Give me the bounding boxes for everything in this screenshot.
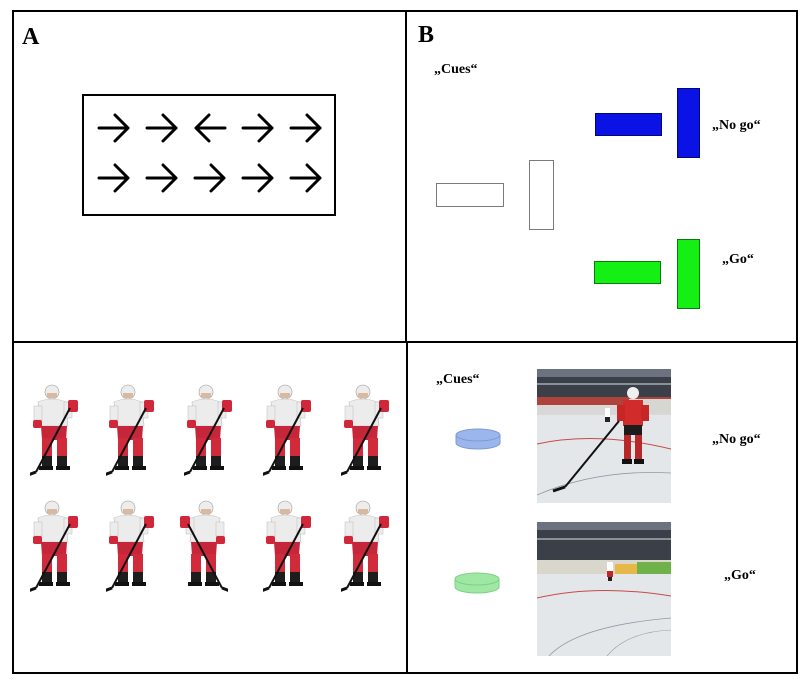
arrow-right-icon (238, 108, 278, 148)
hockey-player-bottom-5 (338, 498, 399, 594)
go-vertical-bar (677, 239, 700, 309)
go-label-hockey: „Go“ (724, 568, 756, 583)
nogo-rink-photo (537, 369, 671, 503)
nogo-puck-icon (455, 428, 501, 450)
arrow-right-icon (190, 158, 230, 198)
nogo-horizontal-bar (595, 113, 662, 136)
hockey-player-bottom-2 (103, 498, 164, 594)
divider-vertical-bottom (406, 343, 408, 674)
arrow-right-icon (142, 108, 182, 148)
panel-a-letter: A (22, 24, 40, 50)
flanker-stimulus-box (82, 94, 336, 216)
cues-label-hockey: „Cues“ (436, 372, 480, 387)
go-label: „Go“ (722, 252, 754, 267)
arrow-left-icon (190, 108, 230, 148)
hockey-player-top-3 (181, 382, 242, 478)
arrow-right-icon (286, 158, 326, 198)
hockey-player-bottom-3 (170, 498, 231, 594)
go-rink-photo (537, 522, 671, 656)
hockey-player-top-5 (338, 382, 399, 478)
go-horizontal-bar (594, 261, 661, 284)
nogo-label-hockey: „No go“ (712, 432, 761, 447)
divider-vertical-top (405, 10, 407, 343)
panel-b-letter: B (418, 22, 435, 48)
nogo-vertical-bar (677, 88, 700, 158)
divider-horizontal (12, 341, 798, 343)
go-puck-icon (454, 572, 500, 594)
arrow-right-icon (94, 158, 134, 198)
hockey-player-bottom-4 (260, 498, 321, 594)
hockey-player-top-4 (260, 382, 321, 478)
nogo-label: „No go“ (712, 118, 761, 133)
hockey-player-bottom-1 (27, 498, 88, 594)
flanker-row-incongruent (94, 108, 326, 148)
hockey-player-top-2 (103, 382, 164, 478)
cues-label: „Cues“ (434, 62, 478, 77)
flanker-row-congruent (94, 158, 326, 198)
arrow-right-icon (238, 158, 278, 198)
cue-vertical-bar (529, 160, 554, 230)
cue-horizontal-bar (436, 183, 504, 207)
arrow-right-icon (94, 108, 134, 148)
hockey-player-top-1 (27, 382, 88, 478)
arrow-right-icon (286, 108, 326, 148)
arrow-right-icon (142, 158, 182, 198)
